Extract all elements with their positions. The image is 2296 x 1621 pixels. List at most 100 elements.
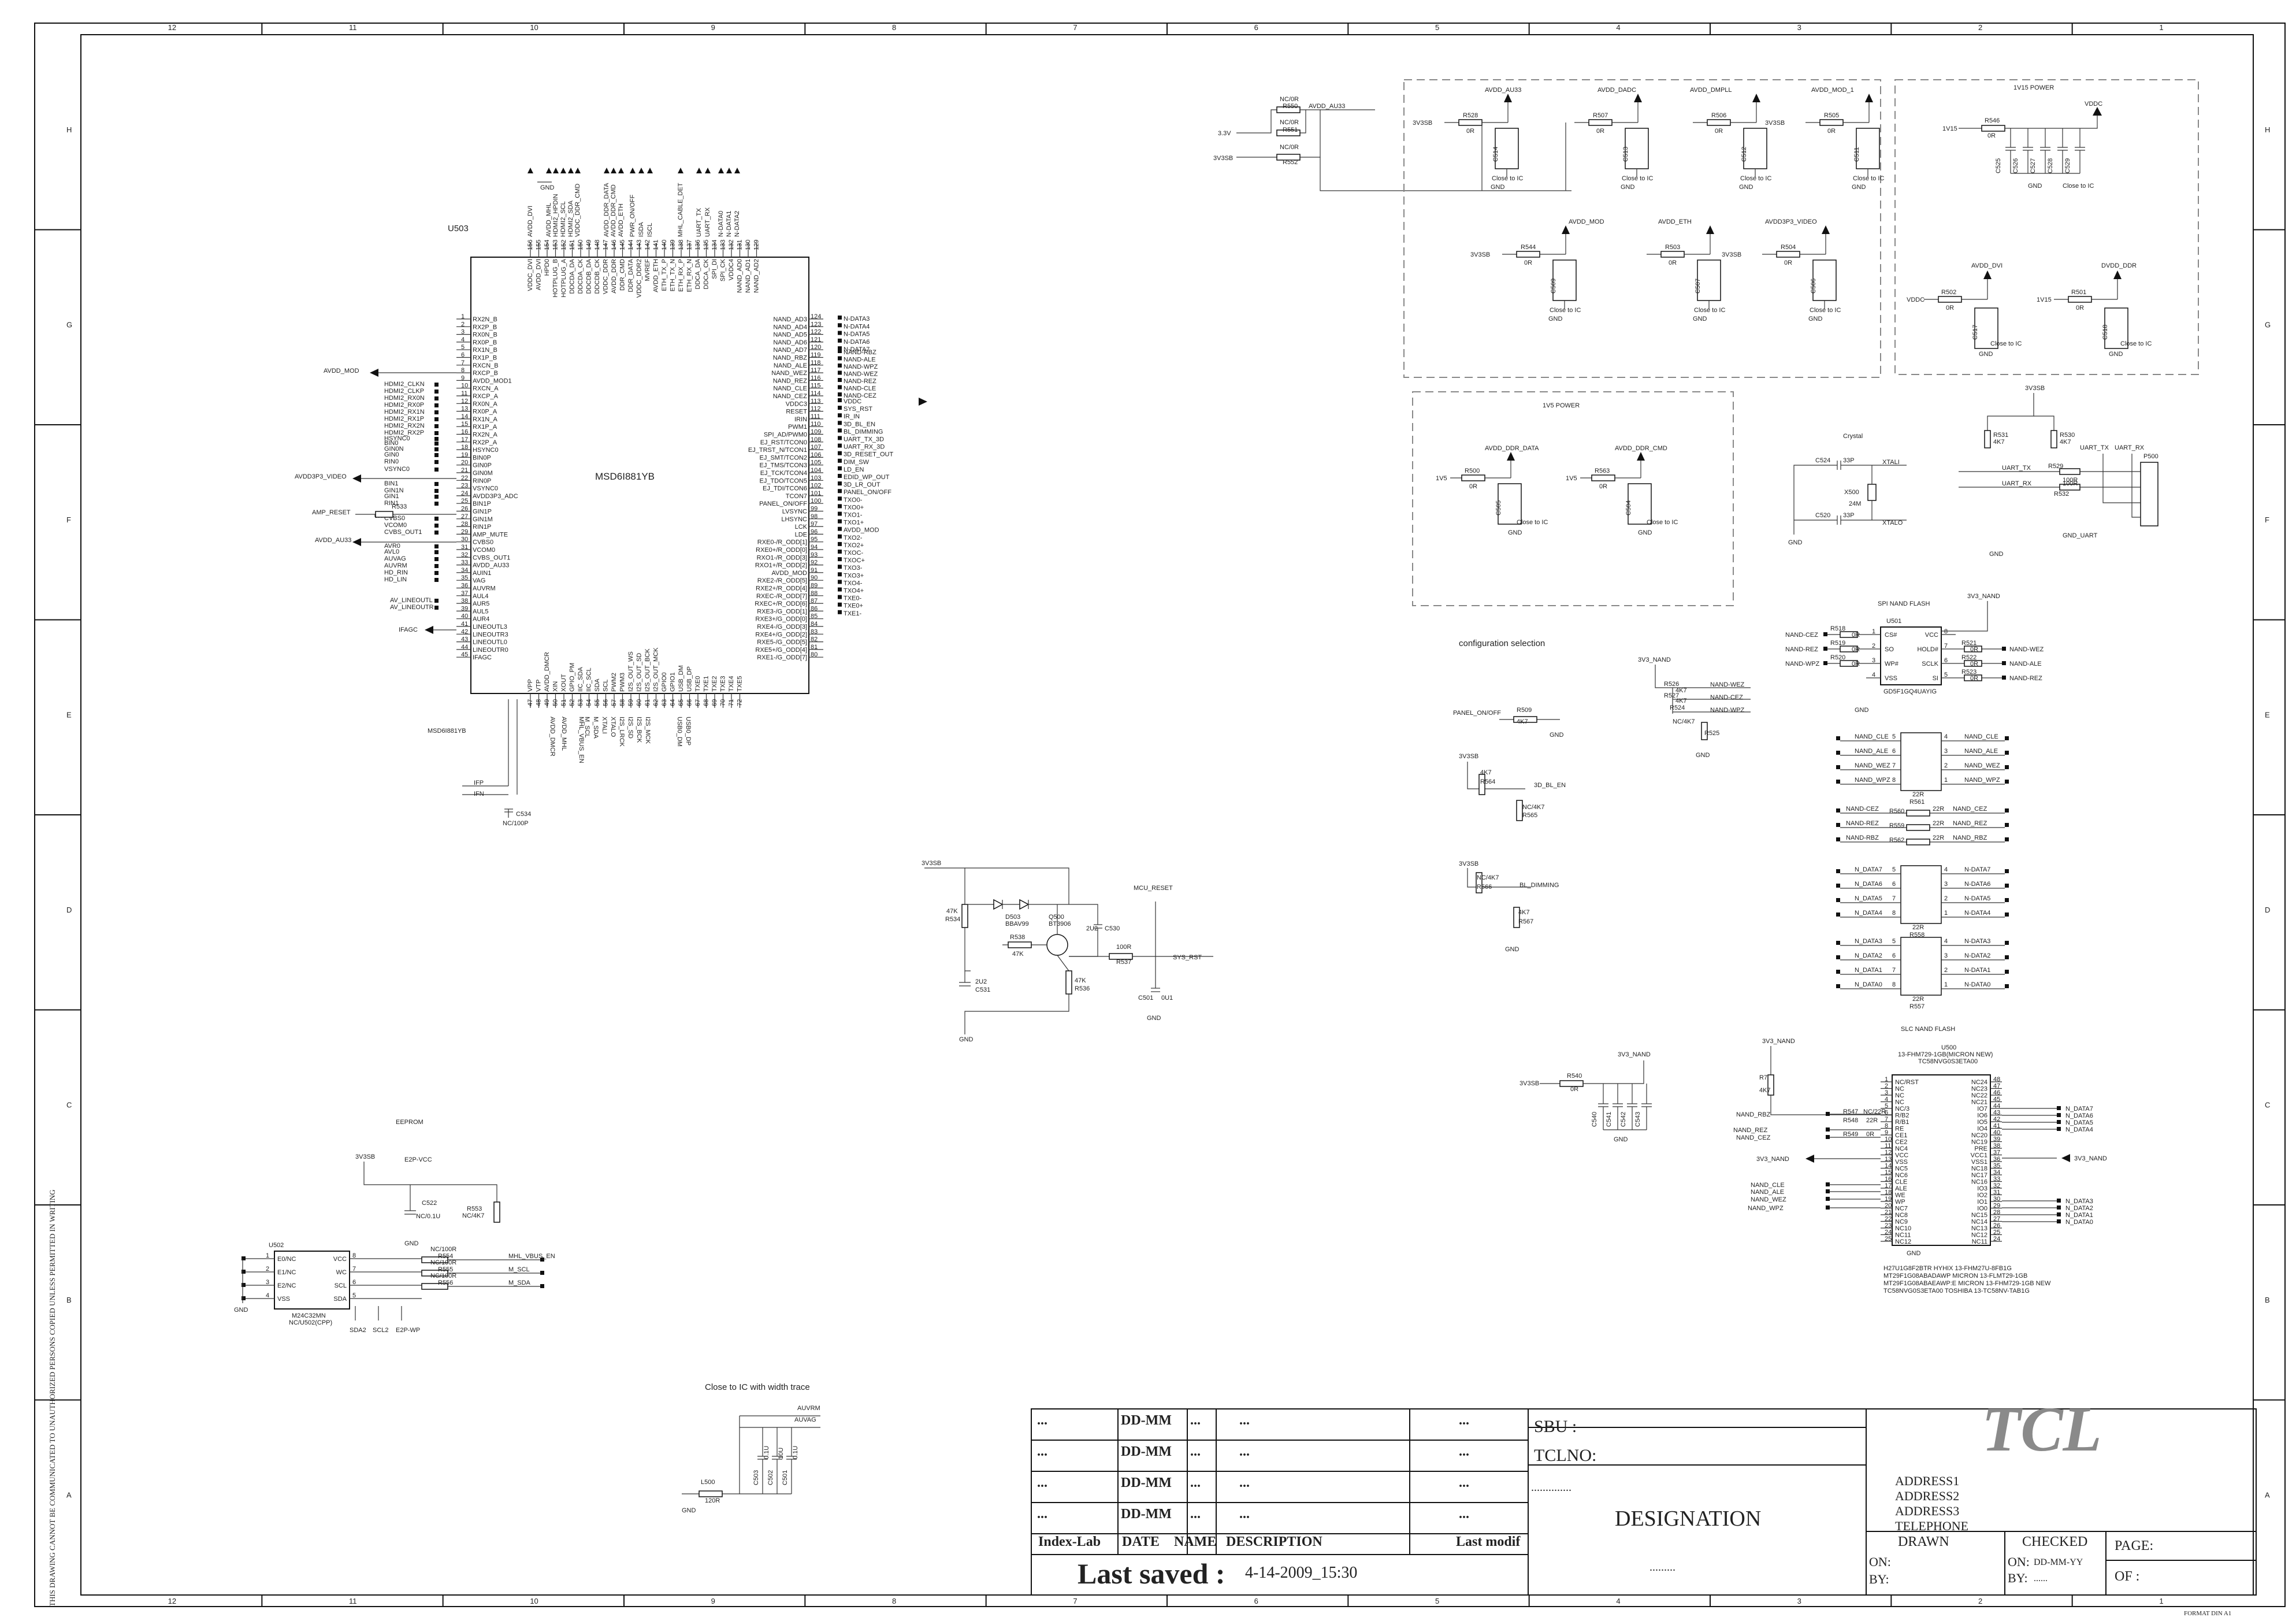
sbu-label: SBU :	[1534, 1417, 1577, 1436]
ic-right-pin-num: 120	[811, 344, 821, 351]
slc-right-pin-num: 37	[1993, 1149, 2000, 1156]
top-net-hdmi2-scl: HDMI2_SCL	[560, 201, 567, 237]
ic-left-pin-num: 33	[461, 559, 468, 566]
ic-top-pin-num: 153	[552, 240, 559, 250]
ic-right-pin-num: 108	[811, 436, 821, 443]
slc-left-pin: NC	[1895, 1099, 1904, 1106]
ic-bottom-pin-num: 60	[636, 699, 643, 706]
right-net-n-data3: N-DATA3	[844, 316, 870, 322]
uart-gnd: GND	[1989, 551, 2004, 558]
ic-bottom-pin: PWM2	[611, 673, 618, 692]
ic-right-pin-num: 94	[811, 544, 818, 551]
top-net-avdd-ddr-cmd: AVDD_DDR_CMD	[610, 184, 617, 237]
slc-left-pin-num: 13	[1885, 1156, 1892, 1163]
ic-right-pin: NAND_AD6	[773, 339, 807, 346]
pack-r557-pin: 8	[1892, 981, 1896, 988]
slc-right-pin-num: 28	[1993, 1209, 2000, 1216]
p1v15-cap-c528: C528	[2047, 158, 2054, 173]
slc-right-pin-num: 40	[1993, 1129, 2000, 1136]
ic-left-pin: RX0P_A	[473, 409, 497, 416]
right-net-labels: N-DATA3N-DATA4N-DATA5N-DATA6N-DATA7NAND-…	[838, 316, 927, 617]
eeprom-res-value: NC/100R	[430, 1246, 456, 1253]
spi-left-net: NAND-CEZ	[1785, 632, 1818, 639]
grid-col-bottom-9: 9	[711, 1597, 715, 1605]
p500-connector	[2140, 462, 2158, 526]
pack-r557-pin: 6	[1892, 952, 1896, 959]
slc-left-pin-num: 5	[1885, 1103, 1888, 1110]
ic-left-pin: RIN1P	[473, 524, 491, 531]
p1v15-note: Close to IC	[2063, 183, 2094, 190]
r531-value: 4K7	[1993, 439, 2005, 446]
ic-bottom-pin: I2S_OUT_MCK	[653, 647, 660, 692]
pack-r557-ref: R557	[1909, 1003, 1925, 1010]
ic-right-pin-num: 110	[811, 421, 821, 428]
ic-bottom-pin: TXE4	[728, 676, 735, 692]
net-nand-wpz-pull: NAND-WPZ	[1710, 707, 1745, 714]
ic-bottom-pin: TXE2	[711, 676, 718, 692]
rail-avdd-au33-label: AVDD_AU33	[1485, 87, 1521, 94]
right-net-nand-ale: NAND-ALE	[844, 357, 876, 363]
ic-top-pin-num: 141	[653, 240, 660, 250]
ic-left-pin-num: 22	[461, 474, 468, 481]
ic-top-pin-num: 134	[711, 240, 718, 250]
ic-left-pin: GIN0P	[473, 462, 492, 469]
ic-bottom-pin-num: 56	[603, 699, 610, 706]
pack-r558-left: N_DATA4	[1855, 910, 1882, 917]
slc-right-pin-num: 33	[1993, 1176, 2000, 1183]
pack-r558-pin: 1	[1944, 910, 1948, 917]
rail-dvdd-ddr-gnd: GND	[2109, 351, 2123, 358]
rail-avdd-mod-label: AVDD_MOD	[1569, 218, 1604, 225]
u502-part: M24C32MN	[292, 1312, 326, 1319]
p1v5-block: 1V5 POWER 1V5R5000RAVDD_DDR_DATAC505Clos…	[1436, 402, 1678, 536]
top-net-uart-rx: UART_RX	[704, 207, 711, 237]
net-3d-bl-en: 3D_BL_EN	[1534, 782, 1566, 789]
spi-res-value: 0R	[1970, 646, 1978, 653]
input-3v3sb: 3V3SB	[1213, 155, 1233, 162]
grid-col-bottom-12: 12	[168, 1597, 176, 1605]
slc-right-net: N_DATA1	[2065, 1212, 2093, 1219]
slc-right-pin: IO5	[1977, 1119, 1987, 1126]
r530-ref: R530	[2060, 432, 2075, 439]
spi-res-ref: R521	[1961, 640, 1977, 647]
tb-row-index: ...	[1037, 1444, 1047, 1459]
pack-r557-pin: 7	[1892, 967, 1896, 974]
pack-r558-pin: 2	[1944, 895, 1948, 902]
ic-left-pin-num: 16	[461, 429, 468, 436]
tb-row-date: DD-MM	[1121, 1475, 1172, 1490]
spi-right-pin-num: 7	[1944, 643, 1948, 650]
single-right: NAND_RBZ	[1953, 834, 1987, 841]
slc-left-pin: NC10	[1895, 1225, 1911, 1232]
ic-right-pin: RXE0+/R_ODD[0]	[756, 547, 807, 554]
tb-row-mod: ...	[1459, 1475, 1469, 1490]
rail-avdd-ddr-data-value: 0R	[1469, 483, 1477, 490]
rail-avdd-ddr-data-ref: R500	[1465, 468, 1480, 474]
slc-left-pin: R/B2	[1895, 1112, 1909, 1119]
slc-right-pin-num: 27	[1993, 1216, 2000, 1223]
slc-right-pin-num: 41	[1993, 1123, 2000, 1130]
left-net-bin0: BIN0	[384, 440, 398, 447]
checked-label: CHECKED	[2022, 1534, 2087, 1549]
ic-left-pin: RX1P_A	[473, 424, 497, 431]
pack-r557-left: N_DATA2	[1855, 952, 1882, 959]
last-saved-label: Last saved :	[1078, 1557, 1225, 1590]
slc-flash-block: SLC NAND FLASH U500 13-FHM729-1GB(MICRON…	[1733, 1026, 2107, 1257]
auvrm-cap-value: 10U	[778, 1448, 785, 1459]
ic-top-pin: VDDC_DDR	[603, 259, 610, 294]
outer-frame	[34, 23, 2286, 1607]
rail-avdd-dvi-input: VDDC	[1907, 296, 1925, 303]
left-net-hdmi2-rx1p: HDMI2_RX1P	[384, 416, 424, 422]
p1v15-cap-c526: C526	[2012, 158, 2019, 173]
pack-r561-pin: 3	[1944, 748, 1948, 755]
single-value: 22R	[1933, 820, 1944, 827]
grid-col-bottom-1: 1	[2159, 1597, 2163, 1605]
ic-bottom-pin-num: 67	[694, 699, 701, 706]
main-ic-u503: U503 MSD6I881YB MSD6I881YB RX2N_B1RX2P_B…	[295, 168, 927, 763]
ic-right-pin: LCK	[795, 524, 808, 531]
slc-left-pin: VSS	[1895, 1159, 1908, 1166]
r526-value: 4K7	[1675, 687, 1687, 694]
u500-body	[1892, 1074, 1991, 1246]
net-sys-rst: SYS_RST	[1173, 954, 1202, 961]
